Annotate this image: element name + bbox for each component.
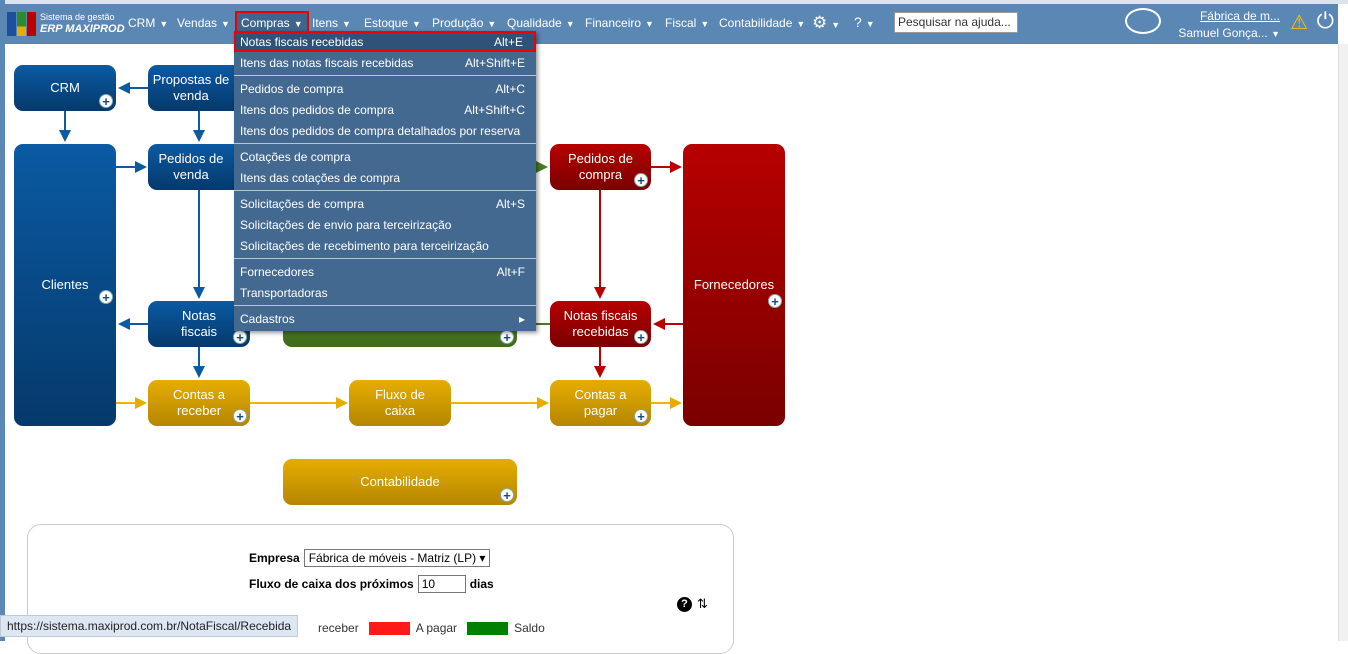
legend-swatch-saldo bbox=[467, 621, 509, 635]
plus-icon[interactable]: + bbox=[634, 173, 648, 187]
legend-pagar: A pagar bbox=[415, 621, 458, 635]
menu-item[interactable]: Itens dos pedidos de compra Alt+Shift+C bbox=[234, 99, 536, 120]
fornecedores-box[interactable]: Fornecedores+ bbox=[683, 144, 785, 426]
menu-item-label: Solicitações de compra bbox=[240, 197, 365, 211]
menu-item[interactable]: Itens das cotações de compra bbox=[234, 167, 536, 188]
menu-item-label: Notas fiscais recebidas bbox=[240, 35, 364, 49]
gear-icon[interactable]: ⚙▼ bbox=[812, 13, 841, 32]
contas-pagar-box[interactable]: Contas a pagar+ bbox=[550, 380, 651, 426]
chat-icon[interactable] bbox=[1125, 8, 1161, 34]
menu-item-label: Transportadoras bbox=[240, 286, 328, 300]
crm-box[interactable]: CRM+ bbox=[14, 65, 116, 111]
menu-item[interactable]: Itens das notas fiscais recebidas Alt+Shi… bbox=[234, 52, 536, 73]
nav-crm[interactable]: CRM▼ bbox=[128, 16, 169, 30]
pedidos-compra-box[interactable]: Pedidos de compra+ bbox=[550, 144, 651, 190]
empresa-select[interactable]: Fábrica de móveis - Matriz (LP) ▾ bbox=[303, 549, 491, 567]
legend-saldo: Saldo bbox=[514, 621, 545, 635]
plus-icon[interactable]: + bbox=[233, 330, 247, 344]
chart-legend: receber A pagar Saldo bbox=[318, 621, 545, 635]
clientes-box[interactable]: Clientes+ bbox=[14, 144, 116, 426]
menu-item-label: Solicitações de recebimento para terceir… bbox=[240, 239, 489, 253]
refresh-icon[interactable]: ⇅ bbox=[697, 596, 708, 611]
menu-item-shortcut: Alt+E bbox=[493, 35, 523, 49]
nav-fiscal[interactable]: Fiscal▼ bbox=[665, 16, 710, 30]
propostas-box[interactable]: Propostas de venda bbox=[148, 65, 250, 111]
menu-item-label: Itens dos pedidos de compra detalhados p… bbox=[240, 124, 521, 138]
plus-icon[interactable]: + bbox=[99, 290, 113, 304]
nav-producao[interactable]: Produção▼ bbox=[432, 16, 497, 30]
contas-receber-box[interactable]: Contas a receber+ bbox=[148, 380, 250, 426]
menu-item-label: Fornecedores bbox=[240, 265, 315, 279]
help-search-input[interactable]: Pesquisar na ajuda... bbox=[894, 12, 1018, 33]
menu-item-label: Cadastros bbox=[240, 312, 295, 326]
pedidos-venda-box[interactable]: Pedidos de venda bbox=[148, 144, 250, 190]
plus-icon[interactable]: + bbox=[99, 94, 113, 108]
menu-item[interactable]: Itens dos pedidos de compra detalhados p… bbox=[234, 120, 536, 141]
menu-item-shortcut: Alt+C bbox=[495, 82, 525, 96]
nav-vendas[interactable]: Vendas▼ bbox=[177, 16, 230, 30]
menu-item[interactable]: Solicitações de recebimento para terceir… bbox=[234, 235, 536, 256]
legend-receber: receber bbox=[318, 621, 359, 635]
plus-icon[interactable]: + bbox=[500, 330, 514, 344]
menu-item[interactable]: Solicitações de envio para terceirização bbox=[234, 214, 536, 235]
menu-item[interactable]: Pedidos de compra Alt+C bbox=[234, 78, 536, 99]
plus-icon[interactable]: + bbox=[500, 488, 514, 502]
nav-estoque[interactable]: Estoque▼ bbox=[364, 16, 421, 30]
scrollbar[interactable] bbox=[1338, 44, 1348, 641]
logo-icon bbox=[7, 12, 36, 36]
menu-separator bbox=[234, 305, 536, 306]
menu-item-label: Cotações de compra bbox=[240, 150, 351, 164]
plus-icon[interactable]: + bbox=[768, 294, 782, 308]
menu-separator bbox=[234, 258, 536, 259]
browser-edge bbox=[0, 0, 1348, 4]
menu-item[interactable]: Transportadoras bbox=[234, 282, 536, 303]
menu-item[interactable]: Solicitações de compra Alt+S bbox=[234, 193, 536, 214]
menu-item-label: Itens das cotações de compra bbox=[240, 171, 401, 185]
legend-swatch-pagar bbox=[368, 621, 410, 635]
contabilidade-box[interactable]: Contabilidade+ bbox=[283, 459, 517, 505]
menu-item-label: Pedidos de compra bbox=[240, 82, 344, 96]
menu-item[interactable]: Cadastros ▸ bbox=[234, 308, 536, 329]
nf-recebidas-box[interactable]: Notas fiscais recebidas+ bbox=[550, 301, 651, 347]
compras-dropdown: Notas fiscais recebidas Alt+E Itens das no… bbox=[234, 31, 536, 331]
menu-separator bbox=[234, 75, 536, 76]
menu-item[interactable]: Notas fiscais recebidas Alt+E bbox=[234, 31, 536, 52]
user-menu[interactable]: Samuel Gonça... ▼ bbox=[1178, 26, 1280, 40]
menu-separator bbox=[234, 190, 536, 191]
company-link[interactable]: Fábrica de m... bbox=[1199, 9, 1280, 23]
menu-item-label: Itens das notas fiscais recebidas bbox=[240, 56, 414, 70]
warning-icon[interactable]: ⚠ bbox=[1290, 12, 1308, 34]
menu-item-shortcut: Alt+S bbox=[495, 197, 525, 211]
flow-arrows bbox=[59, 82, 683, 409]
plus-icon[interactable]: + bbox=[233, 409, 247, 423]
menu-item-shortcut: Alt+F bbox=[496, 265, 525, 279]
menu-item-label: Solicitações de envio para terceirização bbox=[240, 218, 452, 232]
menu-item-label: Itens dos pedidos de compra bbox=[240, 103, 395, 117]
status-bar-url: https://sistema.maxiprod.com.br/NotaFisc… bbox=[0, 615, 299, 637]
power-icon[interactable]: ⏻ bbox=[1316, 8, 1334, 33]
nav-financeiro[interactable]: Financeiro▼ bbox=[585, 16, 654, 30]
dias-input[interactable]: 10 bbox=[417, 575, 466, 593]
help-icon[interactable]: ? bbox=[677, 597, 692, 612]
menu-item-shortcut: Alt+Shift+E bbox=[464, 56, 525, 70]
menu-separator bbox=[234, 143, 536, 144]
nav-itens[interactable]: Itens▼ bbox=[312, 16, 351, 30]
fluxo-caixa-box[interactable]: Fluxo de caixa bbox=[349, 380, 451, 426]
menu-item-shortcut: Alt+Shift+C bbox=[464, 103, 525, 117]
menu-item[interactable]: Cotações de compra bbox=[234, 146, 536, 167]
submenu-arrow-icon: ▸ bbox=[518, 312, 525, 326]
help-icon[interactable]: ?▼ bbox=[854, 14, 875, 30]
left-strip bbox=[0, 0, 5, 641]
plus-icon[interactable]: + bbox=[634, 330, 648, 344]
menu-item[interactable]: Fornecedores Alt+F bbox=[234, 261, 536, 282]
notas-fiscais-box[interactable]: Notas fiscais+ bbox=[148, 301, 250, 347]
nav-contabilidade[interactable]: Contabilidade▼ bbox=[719, 16, 806, 30]
nav-qualidade[interactable]: Qualidade▼ bbox=[507, 16, 575, 30]
plus-icon[interactable]: + bbox=[634, 409, 648, 423]
